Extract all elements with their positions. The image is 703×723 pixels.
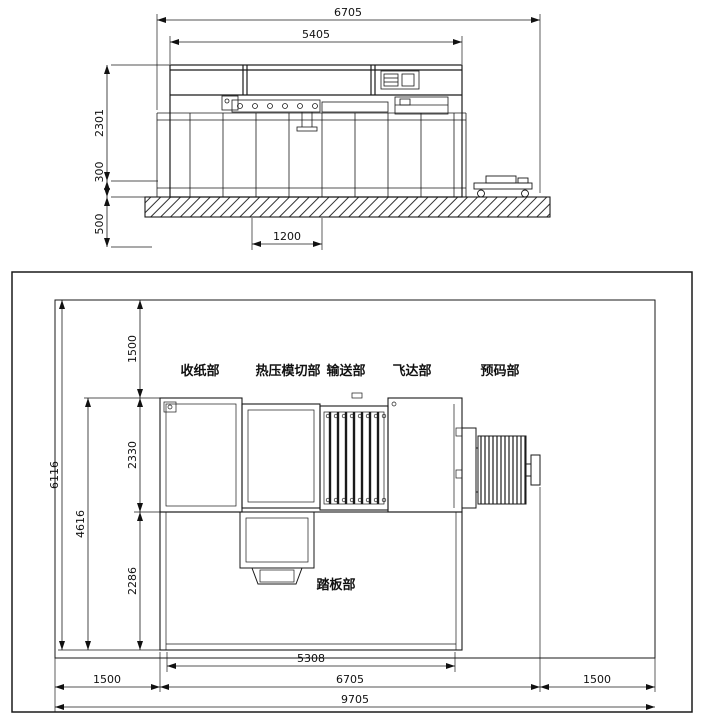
label-feeder-section: 飞达部 [392, 363, 431, 379]
dim-plan-machine-depth: 4616 [74, 510, 87, 538]
dim-plan-lower-depth: 2286 [126, 567, 139, 595]
dim-side-height: 2301 [93, 109, 106, 137]
label-delivery-section: 收纸部 [180, 363, 219, 379]
side-elevation-view: 6705 5405 2301 300 500 1200 [93, 6, 551, 250]
dim-plan-upper-depth: 2330 [126, 441, 139, 469]
plan-clearance-boundary [54, 299, 656, 659]
dim-plan-right-clearance: 1500 [583, 673, 611, 686]
dim-plan-total-depth: 6116 [48, 461, 61, 489]
dim-side-body-length: 5405 [302, 28, 330, 41]
plan-outer-border [11, 271, 693, 713]
prestack-motor [461, 427, 541, 509]
dim-plan-left-clearance: 1500 [93, 673, 121, 686]
machine-side-outline [169, 64, 463, 198]
ground-hatch [144, 196, 551, 218]
conveyor-block [319, 405, 389, 511]
delivery-cart [473, 175, 533, 198]
delivery-block [159, 397, 243, 513]
safety-fence [156, 112, 467, 197]
dim-plan-top-clearance: 1500 [126, 335, 139, 363]
control-panel [221, 70, 420, 111]
label-prestack-section: 预码部 [480, 363, 519, 379]
dim-plan-base-length: 5308 [297, 652, 325, 665]
die-cutting-block [241, 403, 321, 509]
dim-plan-total-length: 9705 [341, 693, 369, 706]
dim-side-pit-offset: 1200 [273, 230, 301, 243]
label-pedal-section: 踏板部 [316, 577, 355, 593]
side-dimension-lines [104, 17, 540, 247]
dim-side-foundation-depth: 500 [93, 214, 106, 235]
plan-view: 收纸部 热压模切部 输送部 飞达部 预码部 踏板部 [11, 271, 693, 713]
side-internal-units [231, 96, 449, 132]
dim-plan-machine-length: 6705 [336, 673, 364, 686]
label-die-cutting-section: 热压模切部 [255, 363, 320, 379]
pedal-platform [239, 511, 315, 585]
label-conveyor-section: 输送部 [326, 363, 365, 379]
machine-base-footprint [159, 511, 463, 651]
dim-side-base-height: 300 [93, 162, 106, 183]
plan-dimension-lines [55, 300, 655, 710]
dim-side-total-length: 6705 [334, 6, 362, 19]
